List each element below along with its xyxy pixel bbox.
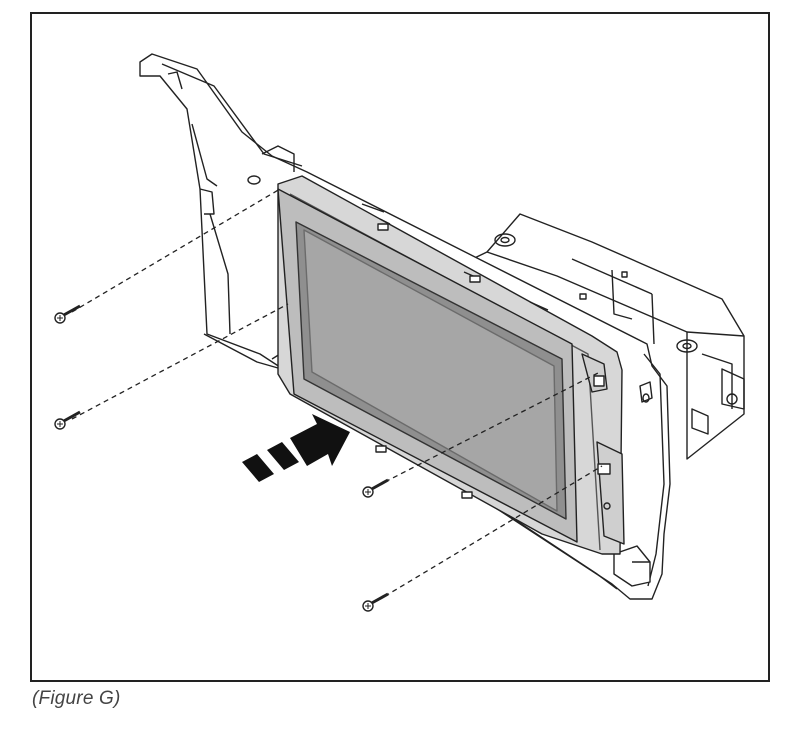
screw-guide-lines: [71, 188, 603, 602]
screw-upper-left: [54, 304, 81, 324]
screw-lower-left: [54, 410, 81, 430]
figure-frame: [30, 12, 770, 682]
screw-upper-right: [362, 478, 389, 498]
screws: [54, 304, 389, 612]
display-unit: [277, 175, 625, 555]
screw-lower-right: [362, 592, 389, 612]
figure-caption: (Figure G): [32, 688, 121, 709]
insert-direction-arrow: [242, 414, 350, 482]
installation-diagram: [54, 53, 745, 612]
